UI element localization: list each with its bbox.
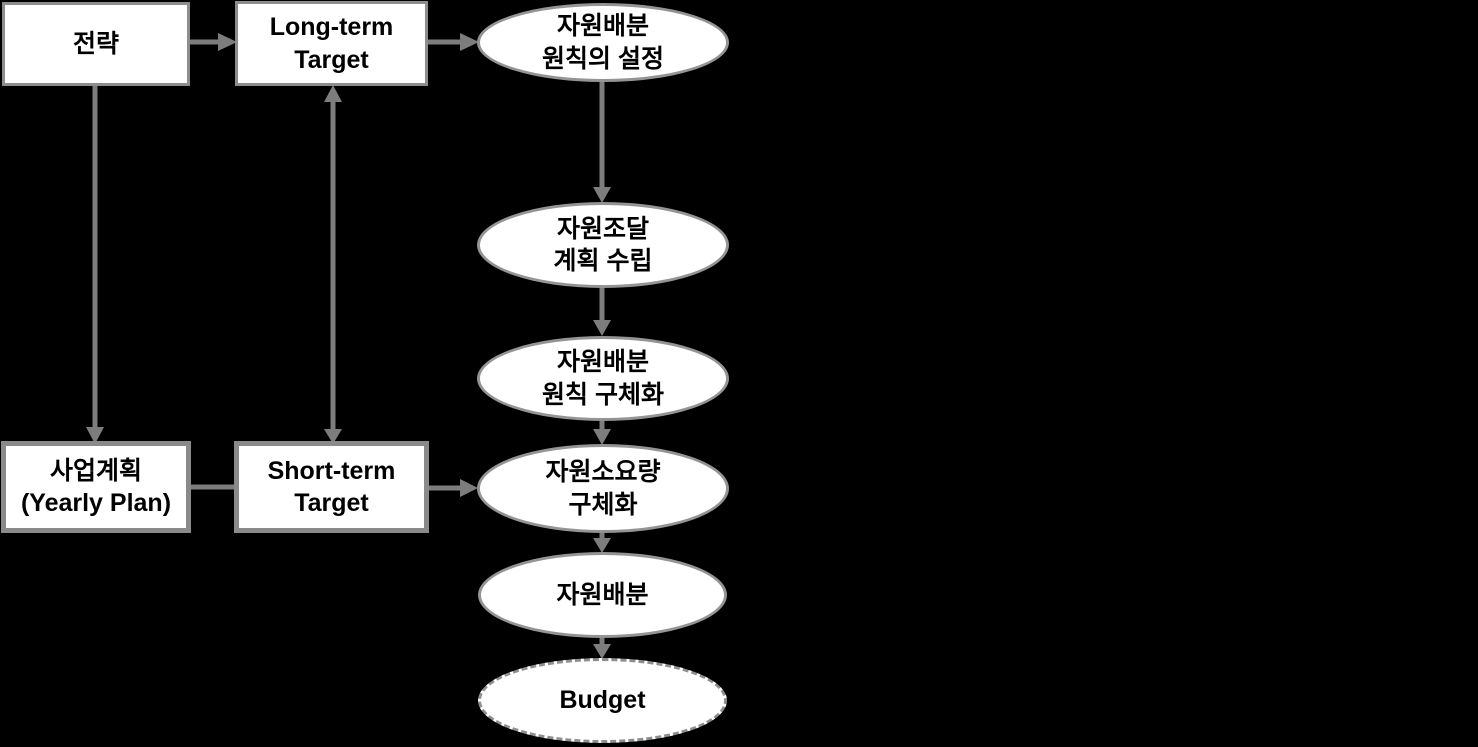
- node-budget-label: Budget: [559, 686, 646, 715]
- node-strategy: 전략: [2, 2, 190, 86]
- node-strategy-label: 전략: [72, 29, 119, 58]
- node-short-term-target: Short-term Target: [234, 441, 429, 533]
- connector-allocation-to-budget: [593, 637, 611, 659]
- connector-longterm-to-set-principles: [428, 33, 479, 51]
- connector-procurement-to-refine-principles: [593, 287, 611, 336]
- node-refine-allocation-principles-label: 자원배분 원칙 구체화: [542, 348, 664, 409]
- node-yearly-plan-label: 사업계획 (Yearly Plan): [20, 456, 172, 518]
- node-resource-allocation-label: 자원배분: [556, 580, 649, 609]
- node-budget: Budget: [478, 658, 727, 743]
- node-procurement-plan-label: 자원조달 계획 수립: [553, 214, 653, 276]
- node-set-allocation-principles: 자원배분 원칙의 설정: [477, 3, 729, 82]
- connector-refine-principles-to-requirements: [593, 419, 611, 445]
- connector-requirements-to-allocation: [593, 532, 611, 553]
- node-long-term-target: Long-term Target: [235, 1, 428, 86]
- node-refine-resource-requirements-label: 자원소요량 구체화: [545, 458, 661, 519]
- connector-shortterm-to-requirements: [429, 479, 478, 497]
- node-yearly-plan: 사업계획 (Yearly Plan): [1, 441, 191, 533]
- connector-strategy-to-longterm: [190, 33, 237, 51]
- node-resource-allocation: 자원배분: [478, 552, 727, 638]
- node-refine-allocation-principles: 자원배분 원칙 구체화: [477, 336, 729, 421]
- connector-longterm-shortterm-double-arrow: [324, 85, 342, 444]
- node-refine-resource-requirements: 자원소요량 구체화: [477, 444, 729, 533]
- node-set-allocation-principles-label: 자원배분 원칙의 설정: [542, 12, 664, 73]
- node-procurement-plan: 자원조달 계획 수립: [477, 202, 729, 288]
- connector-set-principles-to-procurement: [593, 81, 611, 203]
- node-short-term-target-label: Short-term Target: [267, 456, 396, 518]
- connector-strategy-to-yearly-plan: [86, 86, 104, 444]
- node-long-term-target-label: Long-term Target: [269, 13, 394, 74]
